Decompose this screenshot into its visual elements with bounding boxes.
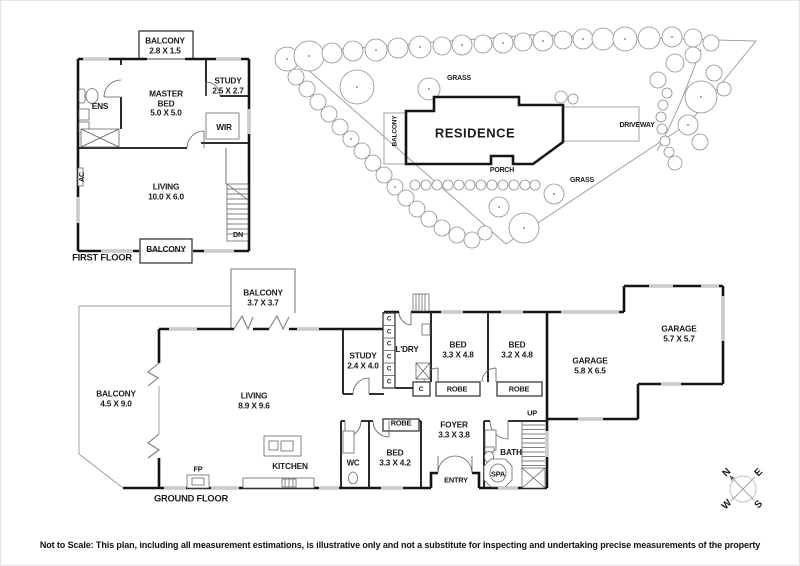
- spa-tub: [483, 458, 513, 488]
- robe-c-box: [412, 381, 431, 397]
- first-floor-stairs: [226, 183, 249, 242]
- first-floor-plan: [76, 30, 251, 264]
- ground-floor-plan: [78, 268, 725, 490]
- ac-unit: [77, 167, 84, 187]
- cupboard-column: [382, 312, 396, 389]
- robe-2-box: [496, 381, 543, 397]
- ground-floor-stairs: [521, 421, 546, 489]
- fireplace: [186, 474, 210, 489]
- laundry-sink: [421, 323, 431, 336]
- residence-outline: [404, 95, 565, 166]
- kitchen-island: [263, 435, 302, 457]
- compass-north-arrow: [729, 475, 736, 482]
- compass-rose: [729, 475, 757, 503]
- robe-3-box: [382, 418, 420, 432]
- ground-top-balcony-outline: [230, 268, 296, 329]
- residence-garage-outline: [562, 106, 640, 142]
- first-floor-top-balcony: [138, 30, 194, 60]
- robe-1-box: [435, 381, 481, 397]
- residence-balcony-outline: [383, 112, 407, 165]
- wc-vanity: [342, 430, 355, 454]
- site-plan: [274, 26, 757, 249]
- wir-closet: [205, 112, 240, 140]
- trees: [274, 26, 732, 249]
- ground-balcony-outline: [78, 305, 231, 489]
- wc-toilet: [348, 471, 358, 485]
- disclaimer-text: Not to Scale: This plan, including all m…: [39, 540, 761, 550]
- laundry-exterior-stairs: [412, 293, 430, 312]
- kitchen-counter: [242, 477, 315, 489]
